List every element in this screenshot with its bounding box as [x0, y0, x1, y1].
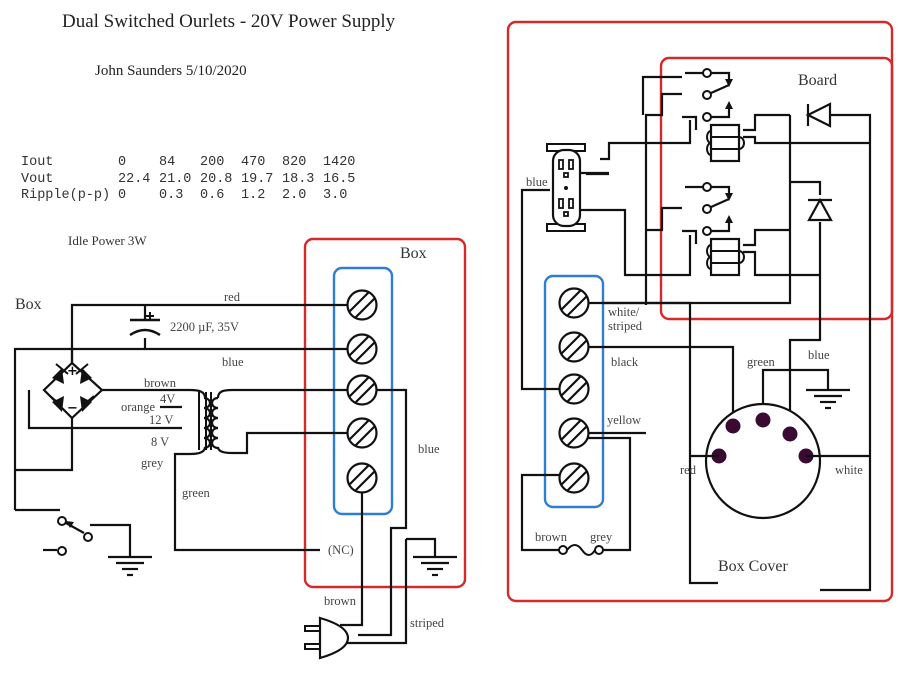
relay-2-icon: [683, 181, 746, 277]
terminal-screw: [346, 289, 378, 321]
diode-icon: [805, 102, 832, 128]
wire-label-green: green: [182, 486, 211, 500]
idle-power: Idle Power 3W: [68, 233, 147, 248]
diode-icon: [807, 197, 833, 222]
fuse-label-grey: grey: [590, 530, 613, 544]
board-label: Board: [798, 72, 837, 89]
spec-value: 22.4: [118, 171, 151, 187]
board-enclosure: [659, 56, 894, 321]
power-switch-icon: [57, 516, 93, 556]
tap-label-12v: 12 V: [149, 413, 173, 427]
right-terminal-screws: [558, 287, 590, 494]
connector-label-green: green: [747, 355, 776, 369]
wire-label-black: black: [611, 355, 639, 369]
spec-label: Ripple(p-p): [21, 188, 111, 203]
spec-value: 1420: [323, 155, 356, 170]
terminal-screw: [558, 373, 590, 405]
spec-value: 20.8: [200, 171, 233, 187]
left-outer-box-label: Box: [15, 296, 42, 313]
wire-label-red: red: [224, 290, 241, 304]
wire-label-yellow: yellow: [607, 413, 641, 427]
bridge-rectifier-icon: [42, 349, 104, 437]
spec-value: 3.0: [323, 188, 348, 203]
spec-row-ripple: Ripple(p-p) 0 0.3 0.6 1.2 2.0 3.0: [21, 188, 364, 205]
spec-value: 820: [282, 155, 307, 170]
spec-label: Vout: [21, 171, 54, 187]
ground-icon: [411, 555, 459, 577]
terminal-screw: [346, 462, 378, 494]
terminal-screw: [558, 462, 590, 494]
left-box-enclosure: [303, 237, 467, 589]
spec-value: 200: [200, 155, 225, 170]
capacitor-icon: [129, 312, 161, 337]
fuse-icon: [558, 544, 604, 556]
plug-wire-label-striped: striped: [410, 616, 445, 630]
spec-value: 19.7: [241, 171, 274, 187]
spec-row-iout: Iout 0 84 200 470 820 1420: [21, 155, 364, 172]
author-date: John Saunders 5/10/2020: [95, 63, 247, 79]
bridge-plus-label: +: [67, 364, 78, 379]
spec-value: 0.3: [159, 188, 184, 203]
spec-value: 0: [118, 155, 127, 170]
capacitor-label: 2200 µF, 35V: [170, 320, 239, 334]
wire-label-orange: orange: [121, 400, 155, 414]
round-connector-icon: [690, 402, 870, 520]
spec-value: 2.0: [282, 188, 307, 203]
spec-value: 0.6: [200, 188, 225, 203]
outlet-wire-label-blue: blue: [526, 175, 548, 189]
ground-icon: [804, 388, 852, 410]
box-cover-label: Box Cover: [718, 558, 788, 575]
left-terminal-screws: [346, 289, 378, 494]
spec-value: 16.5: [323, 171, 356, 187]
tap-label-8v: 8 V: [151, 435, 169, 449]
nc-label: (NC): [328, 543, 354, 557]
connector-label-blue: blue: [808, 348, 830, 362]
transformer-icon: [198, 392, 219, 450]
connector-label-red: red: [680, 463, 697, 477]
right-wires: [520, 75, 872, 592]
spec-value: 18.3: [282, 171, 315, 187]
spec-value: 84: [159, 155, 176, 170]
tap-label-4v: 4V: [160, 392, 175, 406]
wire-label-blue: blue: [222, 355, 244, 369]
bridge-minus-label: −: [67, 401, 78, 416]
duplex-outlet-icon: [546, 143, 609, 232]
plug-icon: [304, 616, 350, 660]
spec-label: Iout: [21, 155, 54, 170]
connector-label-white: white: [835, 463, 863, 477]
plug-wire-label-brown: brown: [324, 594, 357, 608]
left-box-label: Box: [400, 245, 427, 262]
wire-label-blue-right: blue: [418, 442, 440, 456]
terminal-screw: [346, 417, 378, 449]
spec-value: 0: [118, 188, 127, 203]
terminal-screw: [346, 333, 378, 365]
wire-label-white-striped-1: white/: [608, 305, 640, 319]
terminal-screw: [558, 417, 590, 449]
terminal-screw: [558, 331, 590, 363]
relay-1-icon: [683, 67, 746, 163]
diagram-title: Dual Switched Ourlets - 20V Power Supply: [62, 11, 396, 32]
spec-value: 1.2: [241, 188, 266, 203]
terminal-screw: [346, 374, 378, 406]
wire-label-brown: brown: [144, 376, 177, 390]
fuse-label-brown: brown: [535, 530, 568, 544]
terminal-screw: [558, 287, 590, 319]
wire-label-grey: grey: [141, 456, 164, 470]
spec-value: 470: [241, 155, 266, 170]
right-terminal-block: [543, 274, 605, 509]
spec-value: 21.0: [159, 171, 192, 187]
wire-label-white-striped-2: striped: [608, 319, 643, 333]
ground-icon: [106, 555, 154, 577]
spec-table: Iout 0 84 200 470 820 1420 Vout 22.4 21.…: [21, 155, 364, 205]
spec-row-vout: Vout 22.4 21.0 20.8 19.7 18.3 16.5: [21, 172, 364, 189]
